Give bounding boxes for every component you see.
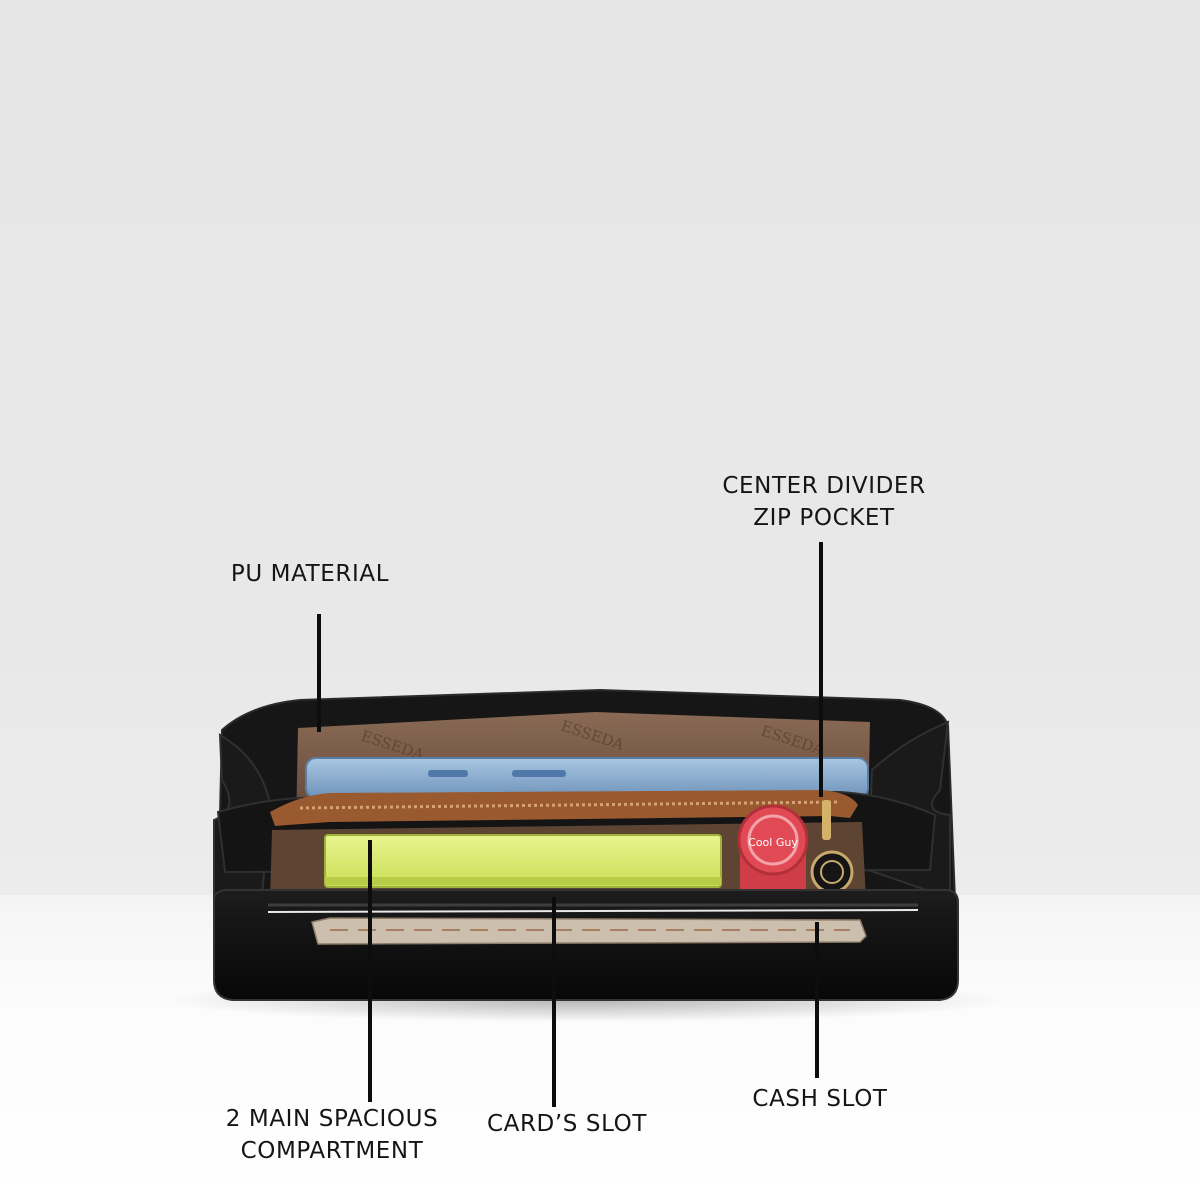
lipstick-cap-ring xyxy=(747,814,799,866)
pu-material-leader xyxy=(317,614,321,732)
cards-slot-leader xyxy=(552,897,556,1107)
phone-button xyxy=(512,770,566,777)
wallet-front-panel xyxy=(213,889,959,1001)
main-compartment-label: 2 MAIN SPACIOUS COMPARTMENT xyxy=(212,1103,452,1167)
main-compartment-label-line2: COMPARTMENT xyxy=(240,1138,424,1164)
zip-teeth xyxy=(299,800,841,810)
center-divider-label-line1: CENTER DIVIDER xyxy=(722,473,926,499)
brand-charm xyxy=(810,850,854,894)
center-divider-label: CENTER DIVIDER ZIP POCKET xyxy=(704,470,944,534)
cards-slot-text: CARD’S SLOT xyxy=(486,1111,648,1137)
cash-slot-label: CASH SLOT xyxy=(720,1083,920,1115)
center-divider-leader xyxy=(819,542,823,797)
card-slot-edge xyxy=(267,909,919,913)
main-compartment-label-line1: 2 MAIN SPACIOUS xyxy=(225,1106,439,1132)
main-compartment-leader xyxy=(368,840,372,1102)
pu-material-text: PU MATERIAL xyxy=(230,561,390,587)
zip-puller xyxy=(822,800,831,840)
cards-slot-label: CARD’S SLOT xyxy=(467,1108,667,1140)
cash-slot-text: CASH SLOT xyxy=(752,1086,888,1112)
center-divider-label-line2: ZIP POCKET xyxy=(753,505,895,531)
zip-tape xyxy=(270,790,858,826)
note-pad xyxy=(324,834,722,888)
brand-charm-inner xyxy=(820,860,844,884)
lipstick-print: Cool Guy xyxy=(748,836,798,849)
cash-slot-leader xyxy=(815,922,819,1078)
phone-button xyxy=(428,770,468,777)
note-pad-edge xyxy=(325,877,721,885)
pu-material-label: PU MATERIAL xyxy=(210,558,410,590)
